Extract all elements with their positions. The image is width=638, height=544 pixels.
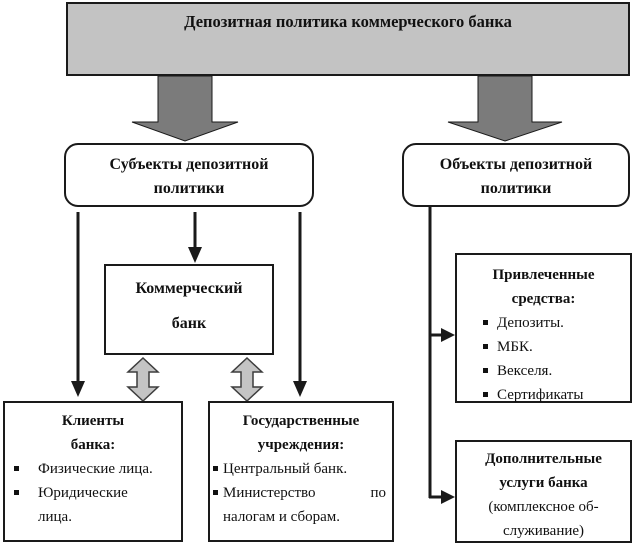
bullet-square-icon [483,368,488,373]
bank-box-line2: банк [171,315,207,332]
list-item-text: Министерство по налогам и сборам. [223,485,386,525]
bullet-square-icon [14,466,19,471]
list-item-text: Сертификаты [497,387,584,403]
list-item-text: МБК. [497,339,533,355]
arrow-subjects-to-bank-head-icon [188,247,202,263]
bullet-square-icon [483,320,488,325]
services-box-line1: Дополнительные [485,451,602,467]
list-item-text: Депозиты. [497,315,564,331]
clients-box-title: Клиенты банка: [5,403,181,457]
objects-box-line2: политики [480,180,552,197]
services-box-line3: (комплексное об- [488,499,599,515]
arrow-subjects-to-state-head-icon [293,381,307,397]
clients-box-title-line1: Клиенты [61,413,125,429]
arrow-objects-to-services-head-icon [441,490,455,504]
bullet-square-icon [14,490,19,495]
subjects-box-line2: политики [153,180,225,197]
arrow-objects-to-attracted-head-icon [441,328,455,342]
attracted-funds-title: Привлеченные средства: [457,255,630,311]
list-item: Юридические лица. [5,481,181,529]
objects-box: Объекты депозитной политики [402,143,630,207]
list-item: Министерство по налогам и сборам. [210,481,392,529]
state-box-title-line2: учреждения: [257,437,345,453]
list-item-text: Центральный банк. [223,461,348,477]
list-item: Физические лица. [5,457,181,481]
state-box-title-line1: Государственные [242,413,360,429]
list-item: Сертификаты [457,383,630,407]
subjects-box-line1: Субъекты депозитной [109,156,269,173]
subjects-box: Субъекты депозитной политики [64,143,314,207]
services-box: Дополнительные услуги банка (комплексное… [455,440,632,543]
bullet-square-icon [483,392,488,397]
bullet-square-icon [213,466,218,471]
state-box: Государственные учреждения: Центральный … [208,401,394,542]
list-item: МБК. [457,335,630,359]
title-box: Депозитная политика коммерческого банка [66,2,630,76]
clients-box-title-line2: банка: [70,437,116,453]
list-item-text: Физические лица. [38,461,153,477]
services-box-line2: услуги банка [499,475,588,491]
double-arrow-bank-clients-icon [126,356,160,403]
clients-box: Клиенты банка: Физические лица. Юридичес… [3,401,183,542]
block-arrow-down-left-icon [131,75,239,142]
bank-box-line1: Коммерческий [135,280,243,297]
bullet-square-icon [483,344,488,349]
bullet-square-icon [213,490,218,495]
list-item: Депозиты. [457,311,630,335]
diagram-title: Депозитная политика коммерческого банка [184,12,512,31]
double-arrow-bank-state-icon [230,356,264,403]
list-item: Векселя. [457,359,630,383]
arrow-subjects-to-clients-head-icon [71,381,85,397]
services-box-line4: служивание) [502,523,585,539]
attracted-funds-title-line1: Привлеченные [492,267,595,283]
list-item-text: Юридические лица. [38,485,128,525]
list-item-text: Векселя. [497,363,553,379]
block-arrow-down-right-icon [447,75,563,142]
objects-box-line1: Объекты депозитной [439,156,593,173]
attracted-funds-title-line2: средства: [511,291,576,307]
state-box-title: Государственные учреждения: [210,403,392,457]
attracted-funds-box: Привлеченные средства: Депозиты. МБК. Ве… [455,253,632,403]
bank-box: Коммерческий банк [104,264,274,355]
list-item: Центральный банк. [210,457,392,481]
